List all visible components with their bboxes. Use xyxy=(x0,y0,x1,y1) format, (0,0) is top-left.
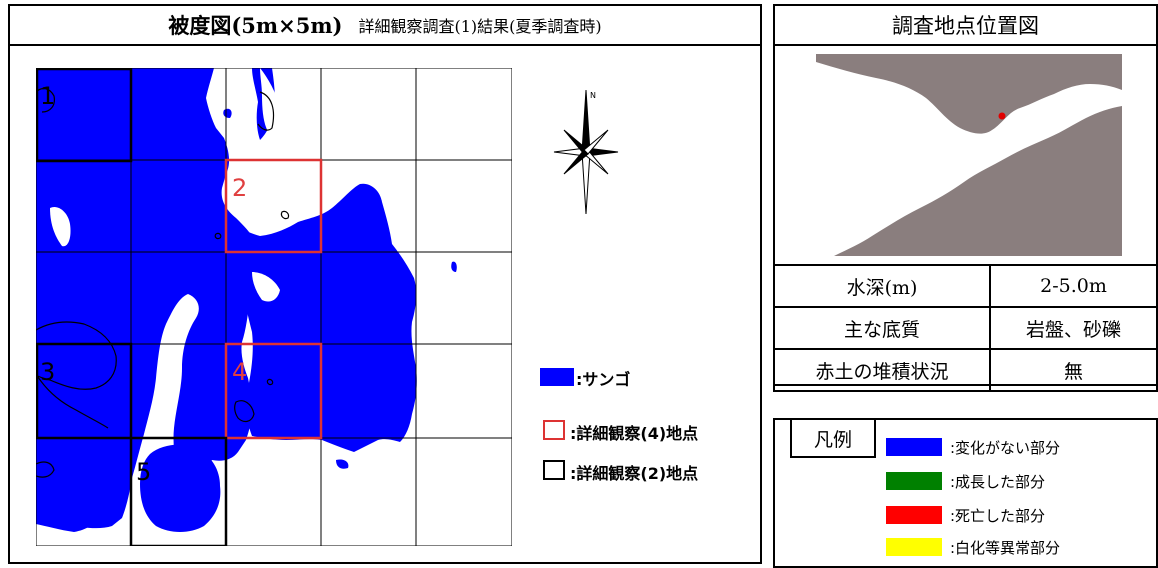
coverage-map: 1 2 3 4 5 xyxy=(36,68,512,546)
coral-area xyxy=(451,261,457,272)
outline-features xyxy=(36,87,290,478)
cell-label: 1 xyxy=(40,82,55,110)
detail4-square-4 xyxy=(224,342,323,440)
table-row: 主な底質 岩盤、砂礫 xyxy=(773,306,1158,350)
detail2-square-5 xyxy=(129,436,228,546)
title-sub: 詳細観察調査(1)結果(夏季調査時) xyxy=(358,17,602,36)
table-row: 赤土の堆積状況 無 xyxy=(773,348,1158,392)
coral-area xyxy=(36,68,260,529)
row-label: 主な底質 xyxy=(773,306,991,350)
legend-swatch-grown xyxy=(886,472,942,490)
detail2-square-3 xyxy=(36,342,133,440)
site-info-table: 水深(m) 2-5.0m 主な底質 岩盤、砂礫 赤土の堆積状況 無 xyxy=(773,264,1158,392)
coral-swatch xyxy=(540,368,574,386)
key-coral-label: :サンゴ xyxy=(576,370,631,389)
key-detail4-label: :詳細観察(4)地点 xyxy=(570,424,699,443)
location-title: 調査地点位置図 xyxy=(773,4,1158,46)
legend-label-bleached: :白化等異常部分 xyxy=(950,539,1061,557)
detail-observation-squares xyxy=(36,68,323,546)
cell-label: 3 xyxy=(40,358,55,386)
title-main: 被度図(5m×5m) xyxy=(168,13,343,38)
legend-swatch-bleached xyxy=(886,538,942,556)
coral-area xyxy=(36,448,104,532)
compass-icon: N xyxy=(553,89,619,215)
table-row: 水深(m) 2-5.0m xyxy=(773,264,1158,308)
detail4-square-2 xyxy=(224,158,323,254)
coral-area xyxy=(336,459,349,469)
legend-label-dead: :死亡した部分 xyxy=(950,507,1046,525)
row-value: 2-5.0m xyxy=(989,264,1158,308)
coral-area xyxy=(223,108,232,118)
detail2-swatch xyxy=(543,460,565,480)
cell-label: 4 xyxy=(232,358,247,386)
row-value: 無 xyxy=(989,348,1158,392)
detail2-square-1 xyxy=(36,68,133,163)
key-detail2-label: :詳細観察(2)地点 xyxy=(570,464,699,483)
coverage-map-title: 被度図(5m×5m) 詳細観察調査(1)結果(夏季調査時) xyxy=(8,4,762,46)
location-map xyxy=(816,54,1122,256)
cell-label: 5 xyxy=(136,458,151,486)
legend-label-grown: :成長した部分 xyxy=(950,473,1046,491)
detail4-swatch xyxy=(543,420,565,440)
cell-labels: 1 2 3 4 5 xyxy=(40,82,247,486)
row-label: 赤土の堆積状況 xyxy=(773,348,991,392)
legend-label-unchanged: :変化がない部分 xyxy=(950,439,1061,457)
row-label: 水深(m) xyxy=(773,264,991,308)
legend-swatch-unchanged xyxy=(886,438,942,456)
survey-point-marker xyxy=(998,112,1006,120)
compass-north-label: N xyxy=(590,91,596,100)
coral-areas xyxy=(36,68,457,532)
coral-area xyxy=(140,444,221,532)
legend-swatch-dead xyxy=(886,506,942,524)
cell-label: 2 xyxy=(232,174,247,202)
legend-title: 凡例 xyxy=(790,418,876,458)
row-value: 岩盤、砂礫 xyxy=(989,306,1158,350)
